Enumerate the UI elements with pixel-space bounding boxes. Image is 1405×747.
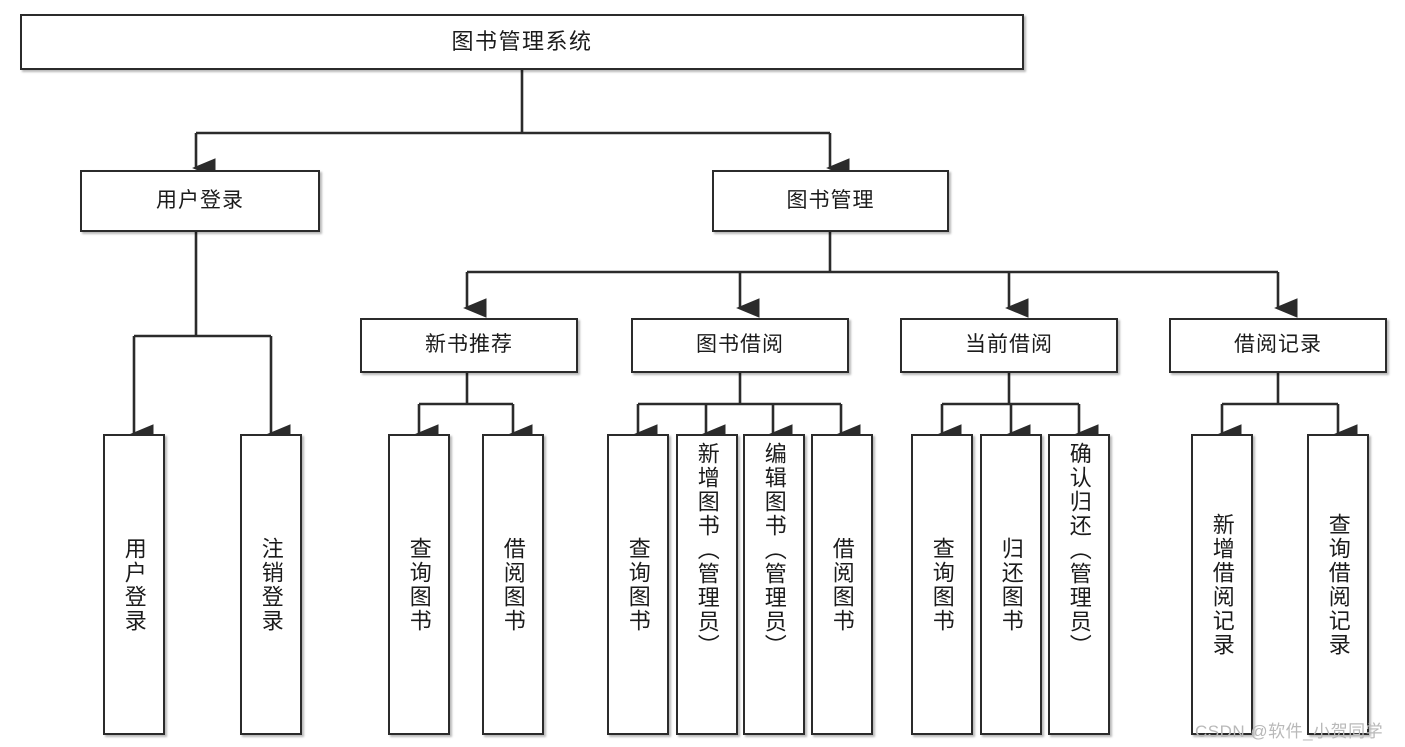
leaf-borrow-record-query-record[interactable]: 查询借阅记录: [1307, 434, 1369, 735]
node-label: 新增图书（管理员）: [694, 442, 720, 658]
node-label: 借阅图书: [500, 536, 526, 633]
leaf-book-borrow-add-book[interactable]: 新增图书（管理员）: [676, 434, 738, 735]
node-label: 借阅记录: [1234, 333, 1322, 357]
node-label: 用户登录: [156, 188, 244, 212]
node-label: 新增借阅记录: [1209, 512, 1235, 657]
node-label: 查询图书: [625, 536, 651, 633]
node-label: 图书管理: [786, 188, 875, 212]
csdn-watermark: CSDN @软件_小贺同学: [1195, 722, 1384, 741]
leaf-book-borrow-query-book[interactable]: 查询图书: [607, 434, 669, 735]
node-label: 当前借阅: [965, 333, 1053, 357]
node-label: 编辑图书（管理员）: [761, 442, 787, 658]
node-label: 新书推荐: [425, 333, 513, 357]
node-label: 图书借阅: [696, 333, 784, 357]
node-label: 查询借阅记录: [1325, 512, 1351, 657]
node-label: 查询图书: [929, 536, 955, 633]
leaf-current-borrow-return-book[interactable]: 归还图书: [980, 434, 1042, 735]
node-label: 注销登录: [258, 536, 284, 633]
node-label: 查询图书: [406, 536, 432, 633]
leaf-current-borrow-query-book[interactable]: 查询图书: [911, 434, 973, 735]
leaf-user-login-logout[interactable]: 注销登录: [240, 434, 302, 735]
node-label: 确认归还（管理员）: [1066, 442, 1092, 658]
node-new-book-recommend[interactable]: 新书推荐: [360, 318, 578, 373]
leaf-book-borrow-edit-book[interactable]: 编辑图书（管理员）: [743, 434, 805, 735]
node-root-book-management-system[interactable]: 图书管理系统: [20, 14, 1024, 70]
leaf-borrow-record-add-record[interactable]: 新增借阅记录: [1191, 434, 1253, 735]
node-label: 归还图书: [998, 536, 1024, 633]
node-borrow-record[interactable]: 借阅记录: [1169, 318, 1387, 373]
leaf-new-book-borrow-book[interactable]: 借阅图书: [482, 434, 544, 735]
leaf-new-book-query-book[interactable]: 查询图书: [388, 434, 450, 735]
node-label: 借阅图书: [829, 536, 855, 633]
node-label: 用户登录: [121, 536, 147, 633]
node-book-management[interactable]: 图书管理: [712, 170, 949, 232]
node-label: 图书管理系统: [451, 29, 593, 55]
node-current-borrow[interactable]: 当前借阅: [900, 318, 1118, 373]
node-book-borrow[interactable]: 图书借阅: [631, 318, 849, 373]
leaf-book-borrow-borrow-book[interactable]: 借阅图书: [811, 434, 873, 735]
node-user-login[interactable]: 用户登录: [80, 170, 320, 232]
leaf-user-login-login[interactable]: 用户登录: [103, 434, 165, 735]
leaf-current-borrow-confirm-return[interactable]: 确认归还（管理员）: [1048, 434, 1110, 735]
